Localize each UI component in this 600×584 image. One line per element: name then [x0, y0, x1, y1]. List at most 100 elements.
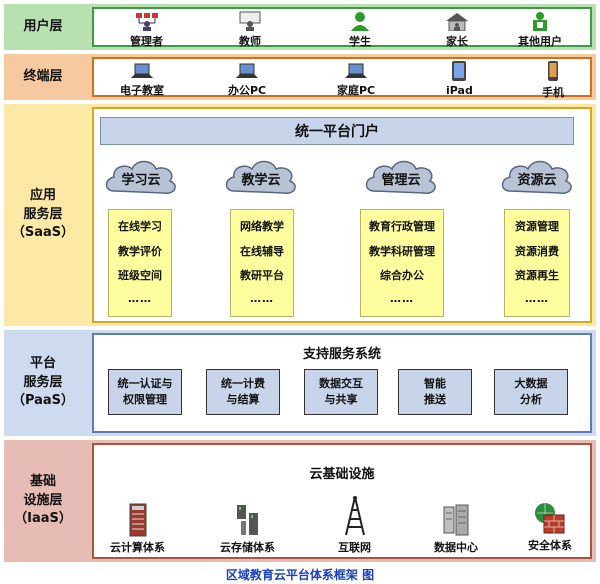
service-item: 教研平台	[240, 269, 284, 282]
user-teacher: 教师	[238, 11, 262, 49]
house-icon	[446, 13, 468, 31]
auth-permission-box: 统一认证与 权限管理	[108, 369, 182, 415]
paas-layer-box: 支持服务系统 统一认证与 权限管理 统一计费 与结算 数据交互 与共享 智能 推…	[92, 333, 592, 433]
user-layer-label: 用户层	[23, 18, 63, 34]
terminal-e-classroom-label: 电子教室	[120, 84, 164, 97]
paas-layer: 平台 服务层 （PaaS） 支持服务系统 统一认证与 权限管理 统一计费 与结算…	[4, 330, 596, 436]
figure-caption: 区域教育云平台体系框架 图	[225, 568, 375, 582]
user-parent: 家长	[444, 11, 470, 49]
service-item: 网络教学	[240, 220, 284, 233]
user-parent-label: 家长	[446, 35, 468, 48]
service-box-resource: 资源管理 资源消费 资源再生 ……	[504, 209, 570, 317]
big-data-box: 大数据 分析	[494, 369, 568, 415]
smart-push-box: 智能 推送	[398, 369, 472, 415]
cloud-infrastructure-title: 云基础设施	[309, 467, 375, 482]
infra-cloud-storage: 云存储体系	[220, 503, 275, 555]
laptop-icon	[236, 63, 259, 78]
user-teacher-label: 教师	[239, 35, 261, 48]
infra-security-label: 安全体系	[528, 539, 572, 552]
server-rack-icon	[129, 503, 146, 537]
cloud-management: 管理云	[362, 155, 440, 197]
service-item-more: ……	[390, 291, 414, 305]
billing-box: 统一计费 与结算	[206, 369, 280, 415]
user-layer-box: 管理者 教师 学生 家长 其他用户	[92, 7, 592, 49]
service-item: 资源管理	[515, 220, 559, 233]
service-item: 在线辅导	[240, 244, 284, 258]
cloud-teaching-title: 教学云	[241, 173, 281, 188]
user-layer: 用户层 管理者 教师 学生 家长 其他用户	[4, 4, 596, 50]
cloud-management-title: 管理云	[381, 173, 421, 188]
terminal-phone-label: 手机	[542, 86, 564, 99]
terminal-layer: 终端层 电子教室 办公PC 家庭PC iPad 手机	[4, 54, 596, 100]
laptop-icon	[345, 63, 368, 78]
saas-layer-box: 统一平台门户 学习云 在线学习 教学评价 班级空间 …… 教学云 网络教学 在线…	[92, 107, 592, 323]
terminal-layer-label: 终端层	[23, 68, 63, 84]
service-item-more: ……	[128, 291, 152, 305]
infra-security: 安全体系	[528, 501, 572, 553]
terminal-home-pc-label: 家庭PC	[337, 84, 376, 97]
user-manager: 管理者	[130, 11, 163, 49]
user-student: 学生	[348, 11, 372, 49]
cloud-icon	[365, 160, 436, 194]
cloud-teaching: 教学云	[222, 155, 300, 197]
user-student-label: 学生	[349, 35, 371, 48]
service-item: 教学科研管理	[369, 244, 435, 258]
other-user-icon	[533, 12, 547, 31]
user-manager-label: 管理者	[130, 35, 163, 48]
iaas-layer: 基础 设施层 （IaaS） 云基础设施 云计算体系 云存储体系 互联网 数据中心	[4, 440, 596, 562]
infra-data-center: 数据中心	[434, 503, 478, 555]
terminal-ipad: iPad	[446, 60, 473, 97]
service-box-teaching: 网络教学 在线辅导 教研平台 ……	[230, 209, 294, 317]
manager-icon	[135, 13, 158, 31]
infra-data-center-label: 数据中心	[434, 541, 478, 554]
service-item: 教育行政管理	[369, 220, 435, 233]
terminal-office-pc: 办公PC	[228, 62, 266, 98]
service-item: 综合办公	[380, 269, 424, 282]
data-exchange-box: 数据交互 与共享	[304, 369, 378, 415]
cloud-learning: 学习云	[102, 155, 180, 197]
saas-layer: 应用 服务层 （SaaS） 统一平台门户 学习云 在线学习 教学评价 班级空间 …	[4, 104, 596, 326]
tablet-icon	[452, 61, 467, 81]
terminal-ipad-label: iPad	[446, 84, 473, 97]
infra-internet-label: 互联网	[338, 541, 371, 554]
cloud-resource: 资源云	[498, 155, 576, 197]
phone-icon	[548, 61, 558, 81]
support-system-title: 支持服务系统	[302, 347, 381, 362]
infra-cloud-computing-label: 云计算体系	[110, 541, 165, 554]
unified-portal: 统一平台门户	[100, 117, 574, 145]
iaas-layer-box: 云基础设施 云计算体系 云存储体系 互联网 数据中心 安全体系	[92, 443, 592, 559]
service-item-more: ……	[525, 291, 549, 305]
cloud-icon	[501, 160, 572, 194]
service-item: 资源消费	[515, 244, 559, 258]
infra-cloud-computing: 云计算体系	[110, 503, 165, 555]
service-item: 教学评价	[118, 244, 162, 258]
infra-internet: 互联网	[338, 495, 371, 555]
service-item: 资源再生	[515, 269, 559, 282]
service-item: 班级空间	[118, 269, 162, 282]
service-item-more: ……	[250, 291, 274, 305]
firewall-globe-icon	[535, 503, 565, 534]
laptop-icon	[131, 63, 153, 78]
student-icon	[351, 12, 369, 31]
service-box-management: 教育行政管理 教学科研管理 综合办公 ……	[360, 209, 444, 317]
terminal-layer-box: 电子教室 办公PC 家庭PC iPad 手机	[92, 57, 592, 100]
cloud-icon	[225, 160, 296, 194]
user-other: 其他用户	[518, 11, 562, 49]
cloud-resource-title: 资源云	[517, 173, 557, 188]
user-other-label: 其他用户	[518, 35, 562, 48]
storage-icon	[236, 505, 258, 535]
terminal-office-pc-label: 办公PC	[228, 84, 267, 97]
teacher-icon	[239, 11, 261, 31]
cloud-learning-title: 学习云	[121, 173, 161, 188]
service-item: 在线学习	[118, 220, 162, 233]
terminal-phone: 手机	[542, 60, 564, 100]
paas-layer-label: 平台 服务层 （PaaS）	[11, 355, 75, 409]
iaas-layer-label: 基础 设施层 （IaaS）	[14, 473, 72, 527]
antenna-tower-icon	[344, 496, 365, 536]
infra-cloud-storage-label: 云存储体系	[220, 541, 275, 554]
saas-layer-label: 应用 服务层 （SaaS）	[11, 187, 75, 241]
terminal-e-classroom: 电子教室	[120, 62, 164, 98]
terminal-home-pc: 家庭PC	[337, 62, 375, 98]
service-box-learning: 在线学习 教学评价 班级空间 ……	[108, 209, 172, 317]
data-center-icon	[443, 504, 469, 536]
